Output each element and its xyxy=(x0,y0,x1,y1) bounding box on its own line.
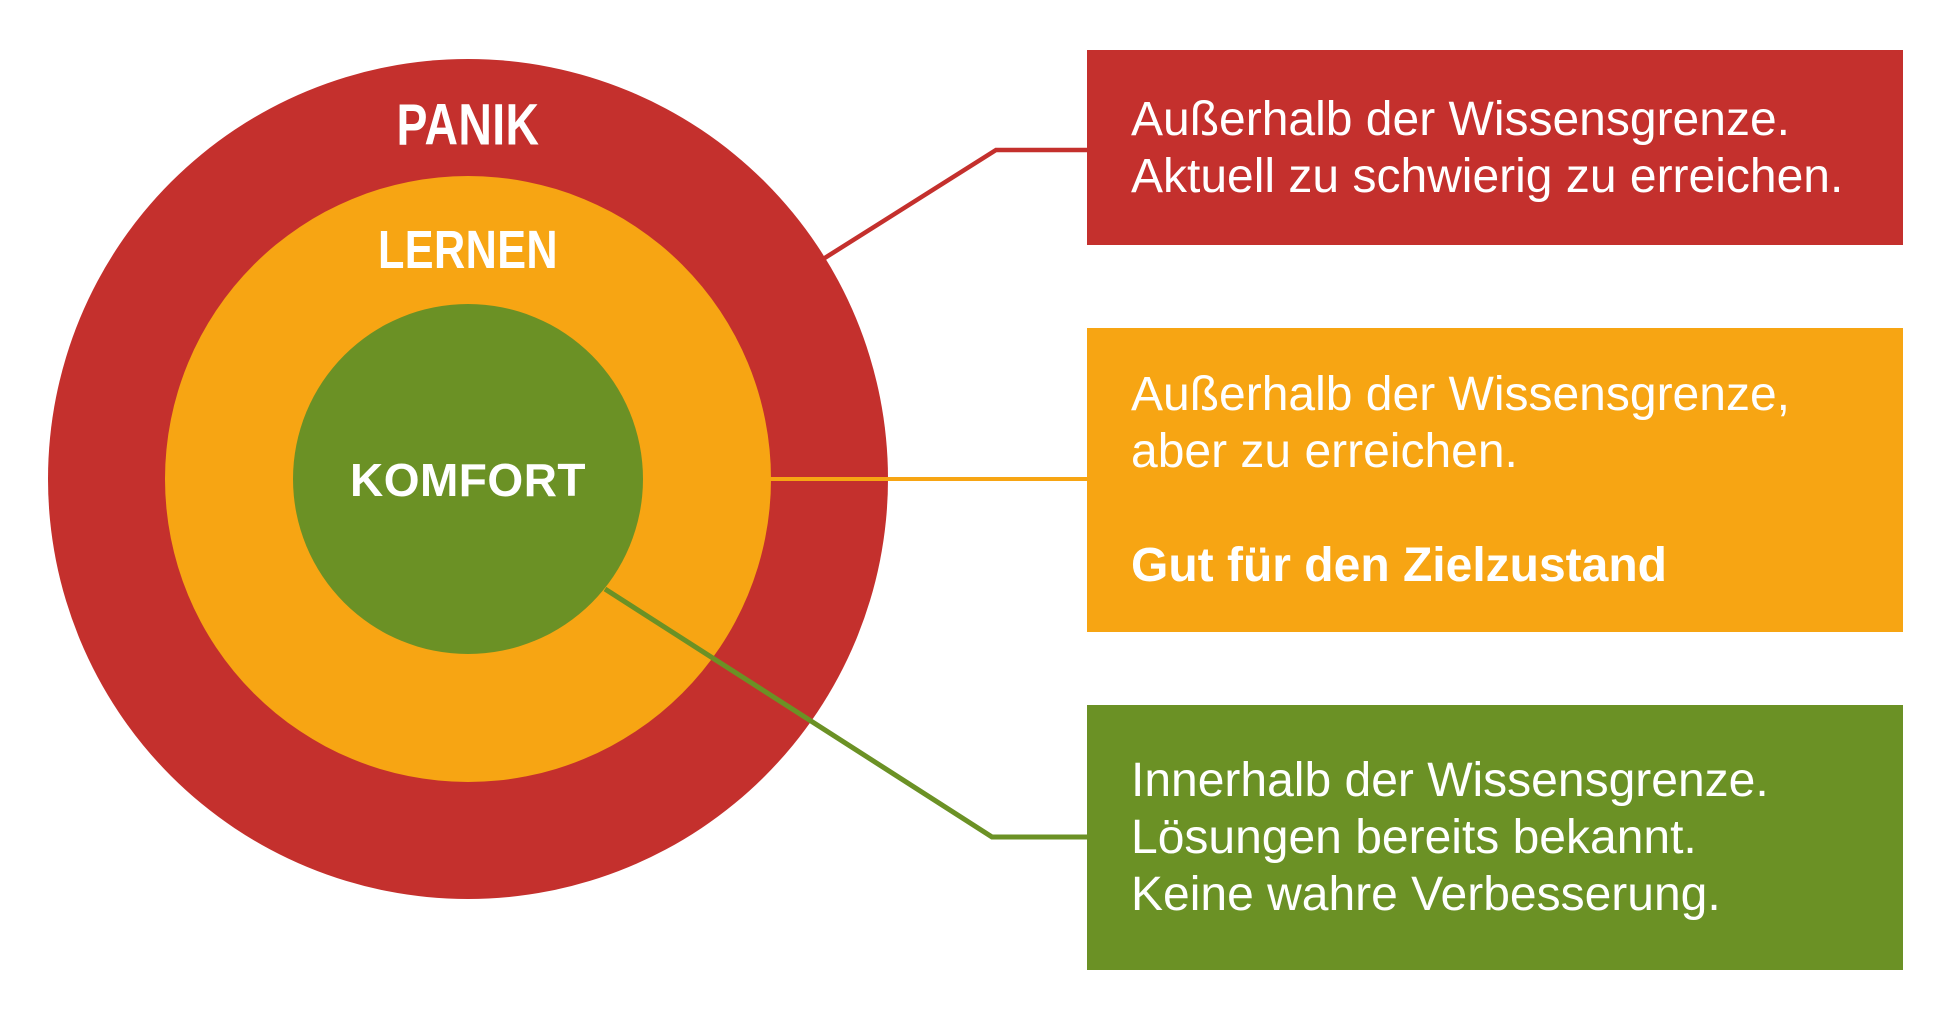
komfort-callout-text-line: Innerhalb der Wissensgrenze. xyxy=(1131,754,1769,807)
panik-zone-label: PANIK xyxy=(396,92,540,158)
komfort-zone-circle xyxy=(293,304,643,654)
panik-callout-text-line: Aktuell zu schwierig zu erreichen. xyxy=(1131,149,1844,203)
lernen-zone-label: LERNEN xyxy=(377,220,559,280)
lernen-callout-spacer xyxy=(1131,480,1867,537)
lernen-callout-text-line: Außerhalb der Wissensgrenze, xyxy=(1131,368,1790,421)
lernen-callout-emphasis-line: Gut für den Zielzustand xyxy=(1131,539,1667,592)
lernen-callout-text-line: aber zu erreichen. xyxy=(1131,425,1518,478)
panik-connector-line xyxy=(818,147,1091,263)
panik-callout-box: Außerhalb der Wissensgrenze. Aktuell zu … xyxy=(1087,50,1903,245)
komfort-connector-line xyxy=(603,586,1091,840)
panik-callout-text-line: Außerhalb der Wissensgrenze. xyxy=(1131,92,1790,146)
komfort-callout-text-line: Lösungen bereits bekannt. xyxy=(1131,811,1697,864)
lernen-callout-box: Außerhalb der Wissensgrenze, aber zu err… xyxy=(1087,328,1903,632)
komfort-callout-text-line: Keine wahre Verbesserung. xyxy=(1131,868,1721,921)
komfort-callout-box: Innerhalb der Wissensgrenze. Lösungen be… xyxy=(1087,705,1903,970)
komfort-zone-label: KOMFORT xyxy=(349,454,587,506)
